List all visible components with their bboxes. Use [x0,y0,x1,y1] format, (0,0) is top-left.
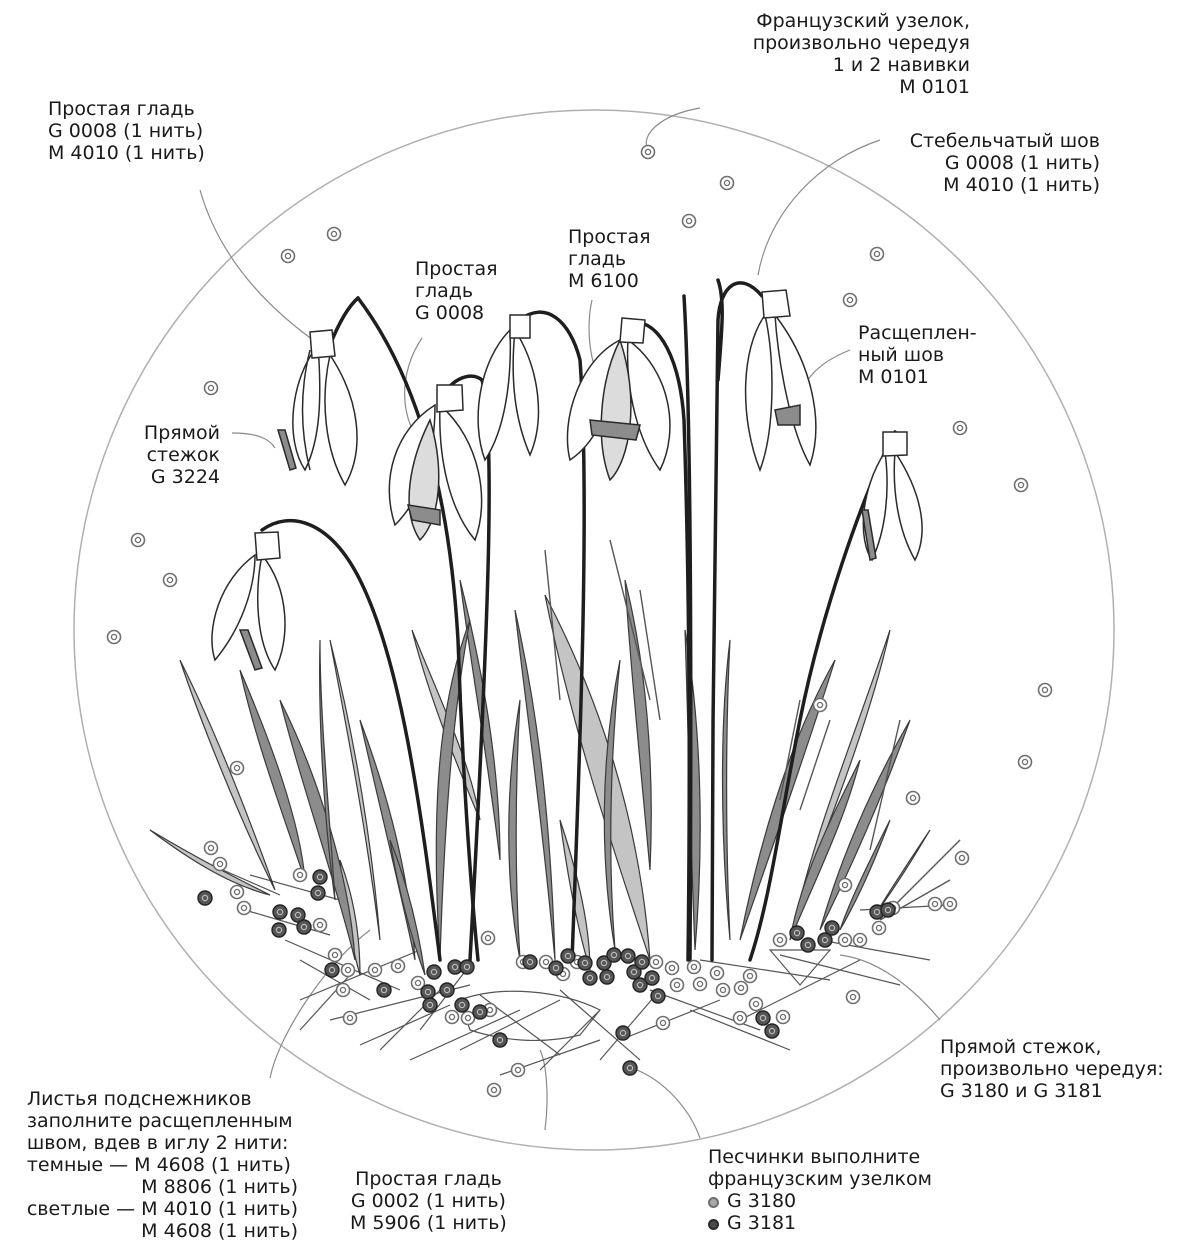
label-satin-left: Простая гладь G 0008 (1 нить) M 4010 (1 … [48,98,205,164]
french-knot-light-icon [164,574,177,587]
label-sand: Песчинки выполните французским узелком G… [708,1146,932,1234]
snowdrop-flower-3 [478,315,538,460]
french-knot-light-icon [683,215,696,228]
sand-legend-dark: G 3181 [708,1212,932,1234]
french-knot-light-icon [907,792,920,805]
leader-sand [632,1068,700,1138]
snowdrop-flower-2 [389,385,481,540]
leader-french-knot [646,108,700,150]
label-satin-center: Простая гладь M 6100 [568,226,651,292]
label-leaves: Листья подснежников заполните расщепленн… [27,1088,298,1242]
french-knot-light-icon [108,631,121,644]
sand-legend-light: G 3180 [708,1190,932,1212]
french-knot-light-icon [721,177,734,190]
french-knot-light-icon [708,1197,719,1208]
leader-straight-left [232,433,275,448]
leader-stem [758,140,880,275]
french-knot-light-icon [1015,479,1028,492]
french-knot-light-icon [328,228,341,241]
french-knot-light-icon [642,146,655,159]
label-straight-stitch-right: Прямой стежок, произвольно чередуя: G 31… [940,1036,1164,1102]
french-knot-light-icon [844,294,857,307]
stem-2 [330,298,358,345]
french-knot-light-icon [954,422,967,435]
label-satin-center-left: Простая гладь G 0008 [415,258,498,324]
snowdrop-flower-6 [862,432,922,560]
french-knot-light-icon [871,248,884,261]
leader-satin-bottom [540,1050,547,1130]
french-knot-light-icon [282,250,295,263]
snowdrop-flower-7 [212,532,285,670]
french-knot-dark-icon [708,1219,719,1230]
french-knot-dark-icon [198,891,212,905]
leader-satin-left [200,190,320,345]
snowdrop-flowers [212,290,922,670]
french-knot-light-icon [1019,756,1032,769]
french-knot-light-icon [1039,684,1052,697]
label-french-knot: Французский узелок, произвольно чередуя … [753,10,970,98]
french-knot-light-icon [814,699,827,712]
label-satin-bottom: Простая гладь G 0002 (1 нить) M 5906 (1 … [350,1168,507,1234]
snowdrop-flower-5 [746,290,816,470]
label-split-stitch: Расщеплен- ный шов M 0101 [858,322,977,388]
snowdrop-flower-1 [278,330,357,485]
leader-straight-right [840,955,940,1020]
label-straight-stitch-left: Прямой стежок G 3224 [144,422,220,488]
label-stem-stitch: Стебельчатый шов G 0008 (1 нить) M 4010 … [910,130,1100,196]
french-knot-light-icon [231,762,244,775]
french-knot-light-icon [205,382,218,395]
french-knot-light-icon [132,534,145,547]
